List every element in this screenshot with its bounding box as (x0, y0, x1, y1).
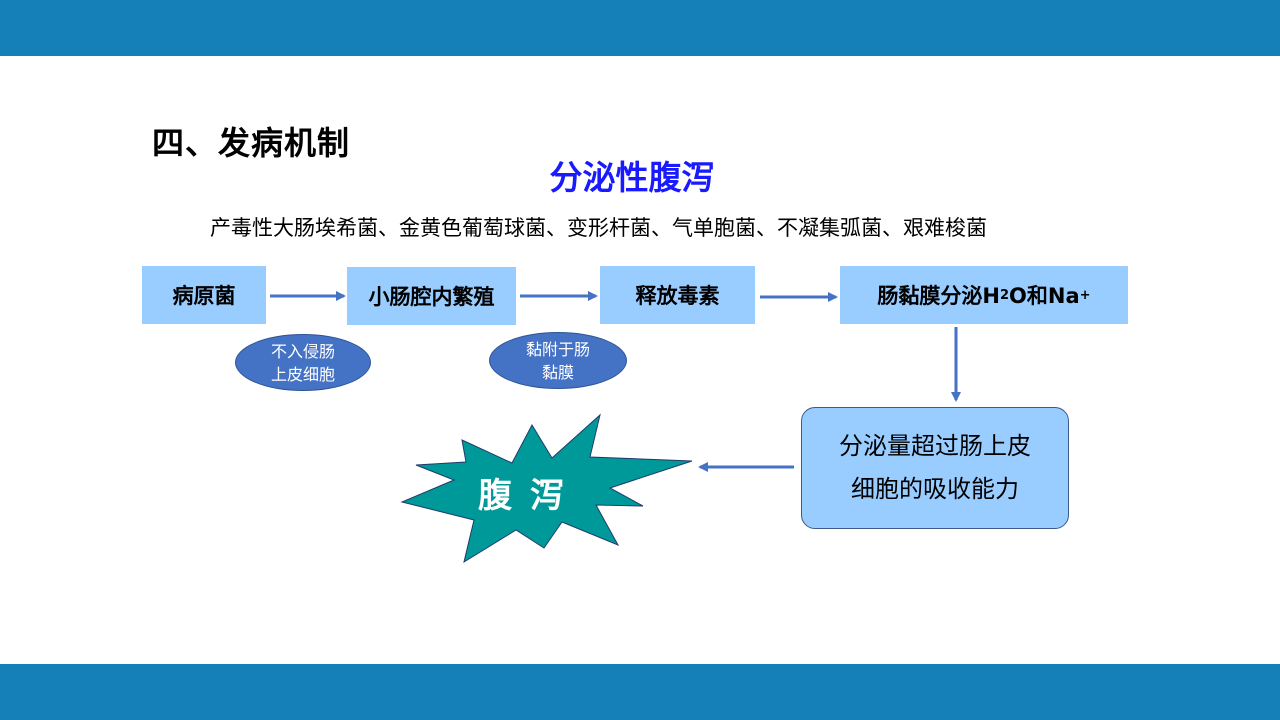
secretion-superscript: + (1079, 287, 1091, 303)
result-box-line1: 分泌量超过肠上皮 (839, 432, 1031, 460)
result-box: 分泌量超过肠上皮 细胞的吸收能力 (801, 407, 1069, 529)
secretion-text-prefix: 肠黏膜分泌H (877, 284, 1000, 308)
secretion-text-mid: O和Na (1009, 284, 1080, 308)
note-adhesion-line2: 黏膜 (541, 362, 574, 382)
diagram-title: 分泌性腹泻 (549, 158, 715, 197)
flow-step-toxin-release: 释放毒素 (600, 266, 755, 324)
secretion-subscript: 2 (1000, 287, 1010, 303)
outcome-burst-shape (400, 413, 693, 564)
note-adhesion-line1: 黏附于肠 (525, 339, 590, 359)
outcome-label: 腹泻 (478, 476, 582, 516)
top-banner (0, 0, 1280, 56)
bacteria-list: 产毒性大肠埃希菌、金黄色葡萄球菌、变形杆菌、气单胞菌、不凝集弧菌、艰难梭菌 (210, 216, 987, 240)
note-adhesion: 黏附于肠 黏膜 (489, 332, 627, 389)
note-no-invasion: 不入侵肠 上皮细胞 (235, 334, 371, 391)
flow-step-pathogen: 病原菌 (142, 266, 266, 324)
note-no-invasion-line2: 上皮细胞 (270, 364, 335, 384)
flow-step-proliferation: 小肠腔内繁殖 (347, 267, 516, 325)
note-no-invasion-line1: 不入侵肠 (270, 341, 335, 361)
result-box-line2: 细胞的吸收能力 (851, 475, 1019, 503)
section-heading: 四、发病机制 (152, 124, 351, 162)
bottom-banner (0, 664, 1280, 720)
